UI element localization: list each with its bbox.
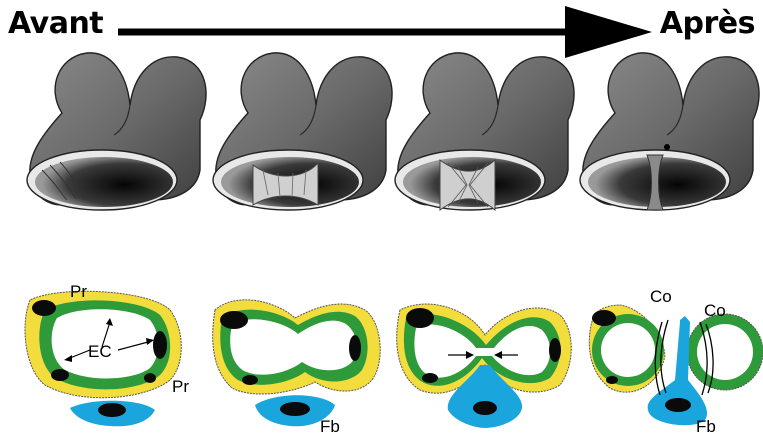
label-fb-4: Fb [696,417,716,436]
label-co-right: Co [704,301,726,320]
label-ec: EC [88,342,112,361]
label-co-left: Co [650,287,672,306]
cross-section-4: Co Co Fb [589,287,763,436]
cross-section-1: Pr EC Pr [25,282,189,426]
vessel-stage-3 [395,53,574,210]
vessel-stage-2 [213,53,392,210]
vessel-stage-1 [27,53,206,210]
cross-section-2: Fb [213,300,381,436]
arrow-right-icon [118,6,652,58]
cross-section-3 [397,304,572,428]
label-pr-top: Pr [70,282,87,301]
label-pr-right: Pr [172,377,189,396]
label-fb-2: Fb [320,417,340,436]
vessel-stage-4 [580,53,759,210]
